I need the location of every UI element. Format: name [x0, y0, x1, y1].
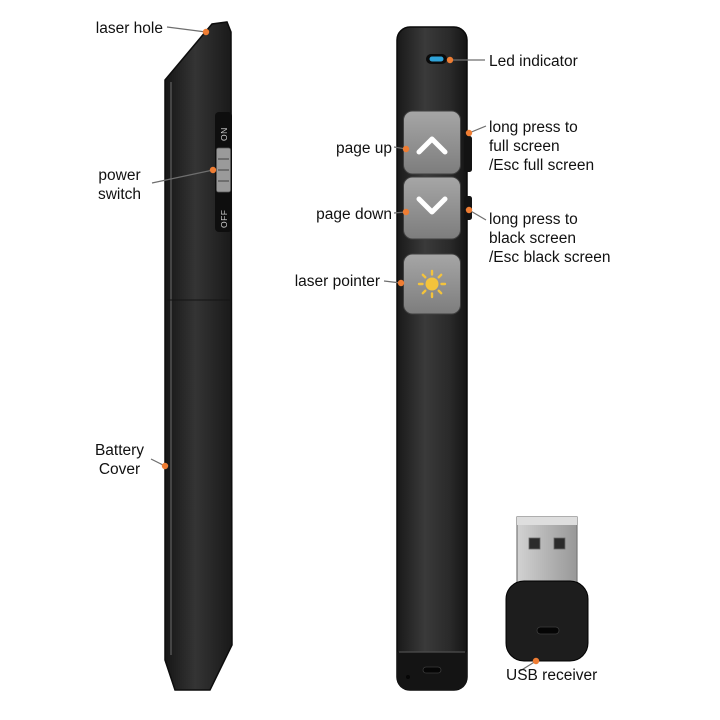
leader-power-switch — [151, 169, 214, 184]
usb-connector — [516, 516, 578, 584]
chevron-down-icon — [416, 196, 448, 215]
label-usb-receiver: USB receiver — [506, 667, 598, 684]
bottom-cap-dot — [406, 675, 410, 679]
dot-power-switch — [209, 166, 217, 174]
usb-connector-top-face — [517, 517, 577, 525]
on-label: ON — [219, 127, 229, 141]
dot-led-indicator — [446, 56, 454, 64]
label-laser-hole: laser hole — [95, 20, 163, 37]
label-long-press-full: long press to full screen /Esc full scre… — [489, 119, 595, 174]
dot-laser-hole — [202, 28, 210, 36]
label-led-indicator: Led indicator — [489, 53, 578, 70]
usb-contact-hole-right — [553, 537, 566, 550]
usb-contact-hole-left — [528, 537, 541, 550]
chevron-up-icon — [416, 136, 448, 155]
leader-lines — [150, 26, 537, 672]
label-page-up: page up — [335, 140, 392, 157]
dot-long-press-full — [465, 129, 473, 137]
leader-laser-hole — [166, 26, 207, 33]
label-laser-pointer: laser pointer — [294, 273, 380, 290]
callout-dots — [161, 28, 540, 665]
led-indicator-light — [429, 56, 444, 62]
leader-long-press-black — [468, 209, 487, 221]
laser-sun-icon — [417, 269, 447, 299]
dot-laser-pointer — [397, 279, 405, 287]
side-clip-tab-upper — [464, 136, 472, 172]
off-label: OFF — [219, 210, 229, 229]
usb-receiver-body — [505, 580, 589, 662]
dot-usb-receiver — [532, 657, 540, 665]
charge-port — [422, 666, 442, 674]
dot-long-press-black — [465, 206, 473, 214]
dot-page-up — [402, 145, 410, 153]
usb-receiver-lanyard-slot — [536, 626, 560, 635]
page-down-button — [403, 176, 461, 240]
dot-page-down — [402, 208, 410, 216]
label-long-press-black: long press to black screen /Esc black sc… — [489, 211, 611, 266]
label-battery-cover: Battery Cover — [94, 442, 145, 478]
label-power-switch: power switch — [97, 167, 142, 203]
label-page-down: page down — [316, 206, 392, 223]
dot-battery-cover — [161, 462, 169, 470]
